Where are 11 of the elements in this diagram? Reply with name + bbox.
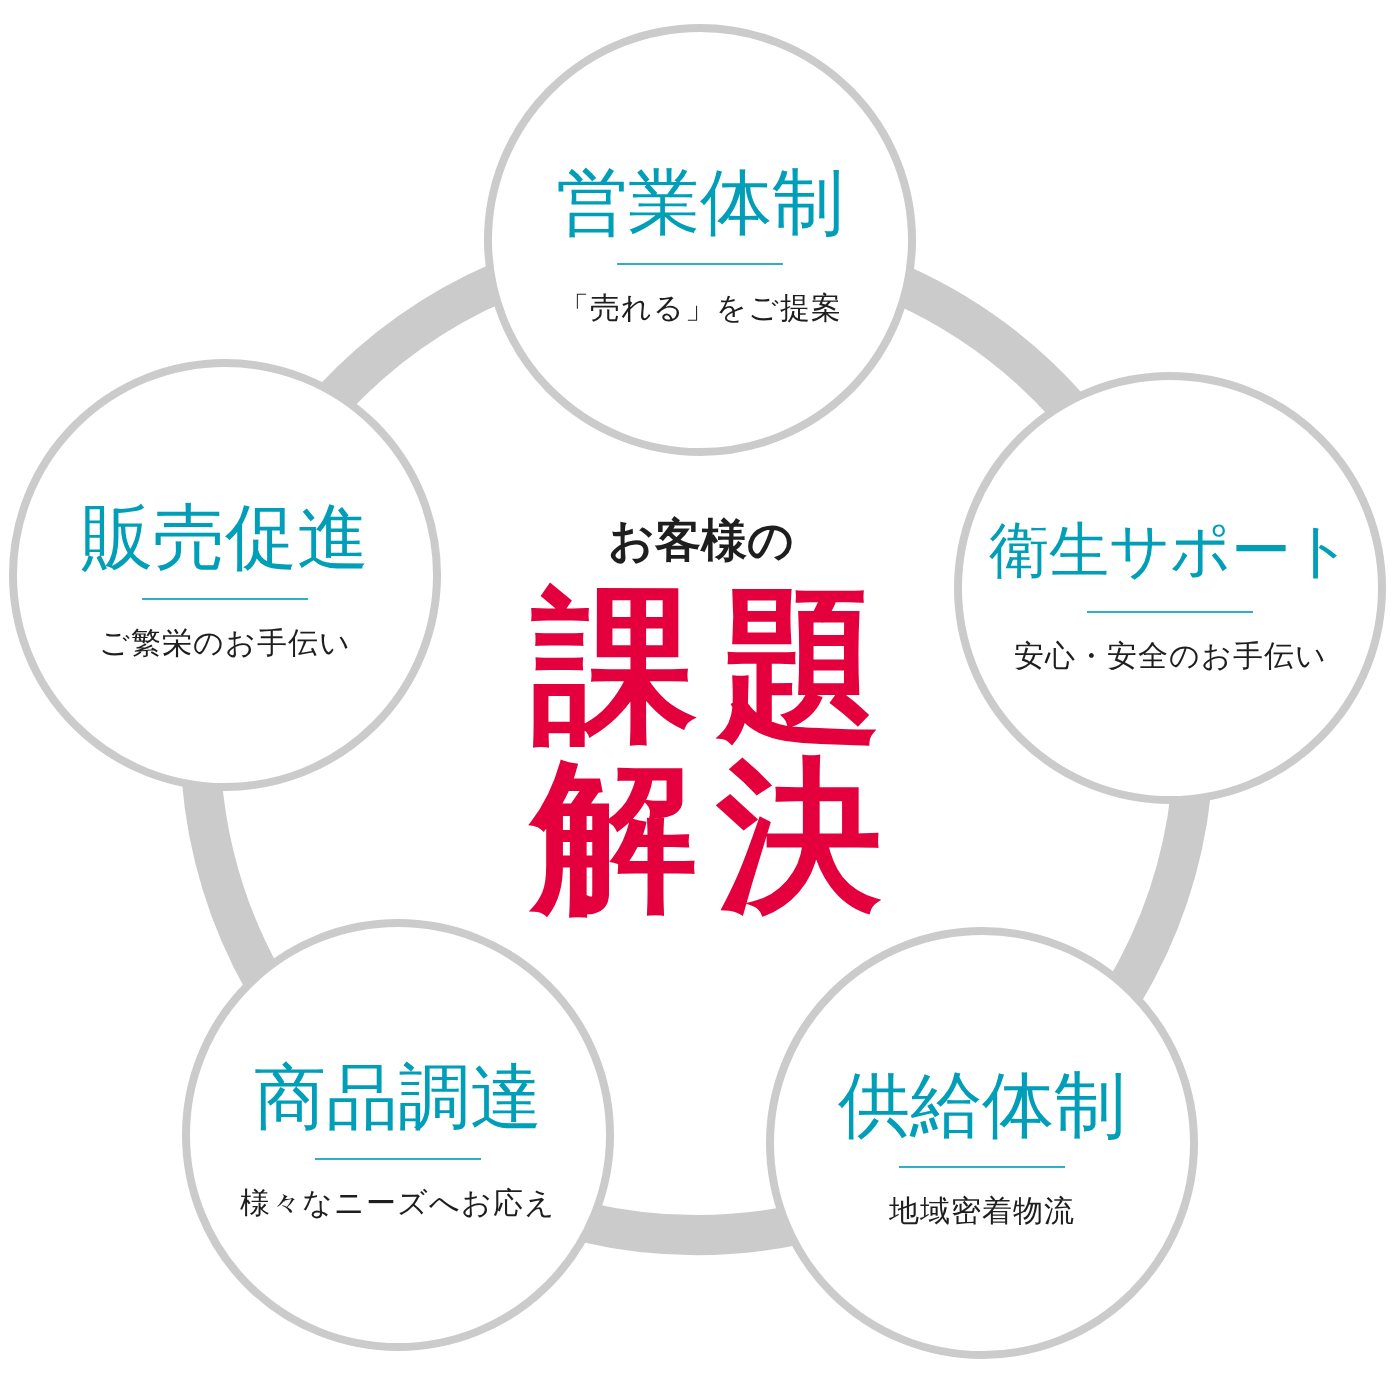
heading-text: 供給体制	[838, 1063, 1126, 1147]
caption-text: 地域密着物流	[889, 1193, 1075, 1229]
heading-text: 商品調達	[254, 1055, 542, 1139]
caption-text: ご繁栄のお手伝い	[99, 625, 351, 661]
caption-text: 安心・安全のお手伝い	[1013, 638, 1327, 674]
heading-text: 衛生サポート	[988, 515, 1352, 585]
caption-text: 様々なニーズへお応え	[240, 1185, 556, 1221]
subheading-text: お客様の	[608, 513, 794, 567]
heading-text: 営業体制	[556, 160, 844, 244]
heading-text: 販売促進	[81, 495, 369, 579]
caption-text: 「売れる」をご提案	[558, 290, 842, 326]
